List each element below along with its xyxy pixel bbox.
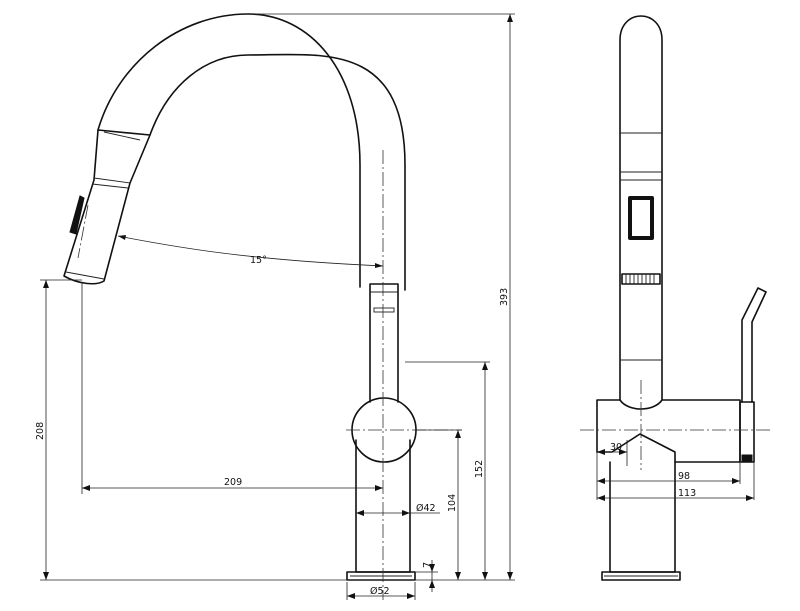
side-view: 30 98 113 [580, 15, 770, 581]
spray-head-outline [63, 129, 151, 285]
spray-head-collar-top [93, 177, 131, 184]
arrow-393-bottom [507, 572, 513, 580]
label-42: Ø42 [416, 503, 436, 514]
label-208: 208 [35, 422, 46, 440]
side-lever-knob-bottom [741, 454, 753, 463]
handle-lever [369, 283, 399, 403]
spray-face-line [65, 271, 105, 280]
side-hub-outline [596, 399, 741, 463]
side-aerator [621, 273, 661, 285]
label-7: 7 [422, 562, 433, 568]
label-152: 152 [474, 460, 485, 478]
arrow-152-top [482, 362, 488, 370]
arrow-152-bottom [482, 572, 488, 580]
side-base-outline [609, 461, 676, 573]
arrow-393-top [507, 14, 513, 22]
arrow-52-right [407, 593, 415, 599]
arrow-42-right [402, 510, 410, 516]
side-aerator-ribs [625, 274, 655, 284]
arrow-42-left [356, 510, 364, 516]
arrow-209-left [82, 485, 90, 491]
side-arrow-30-left [597, 449, 605, 455]
side-arrow-113-right [746, 495, 754, 501]
side-base-plate [601, 571, 681, 581]
side-arrow-98-left [597, 478, 605, 484]
arrow-52-left [347, 593, 355, 599]
side-arrow-98-right [732, 478, 740, 484]
spray-head-collar-bottom [91, 183, 129, 189]
arrow-7-top [429, 564, 435, 572]
angle-arc [117, 235, 384, 267]
label-52: Ø52 [370, 586, 390, 597]
handle-hub [351, 397, 417, 463]
angle-label: 15° [250, 255, 267, 266]
side-arrow-113-left [597, 495, 605, 501]
label-393: 393 [499, 288, 510, 306]
arrow-208-bottom [43, 572, 49, 580]
angle-arrow-right [375, 263, 383, 268]
side-lever-arm [741, 287, 767, 403]
label-104: 104 [447, 494, 458, 512]
angle-arrow-left [118, 235, 126, 240]
spray-axis-line [77, 204, 89, 259]
side-spout-outline [619, 15, 663, 401]
arrow-104-bottom [455, 572, 461, 580]
side-label-30: 30 [610, 442, 622, 453]
side-label-113: 113 [678, 488, 696, 499]
label-209: 209 [224, 477, 242, 488]
spray-button [69, 195, 85, 235]
spout-outer-outline [97, 13, 361, 288]
handle-slot [373, 307, 395, 313]
side-label-98: 98 [678, 471, 690, 482]
side-spray-button-inner [632, 200, 650, 236]
spray-head-joint-line [103, 131, 141, 141]
spout-inner-outline [149, 53, 406, 291]
arrow-208-top [43, 280, 49, 288]
arrow-7-bottom [429, 580, 435, 588]
arrow-104-top [455, 430, 461, 438]
side-lever-knob [739, 401, 755, 463]
side-arrow-30-right [619, 449, 627, 455]
arrow-209-right [375, 485, 383, 491]
front-view: 15° 393 208 209 152 104 [35, 13, 515, 600]
